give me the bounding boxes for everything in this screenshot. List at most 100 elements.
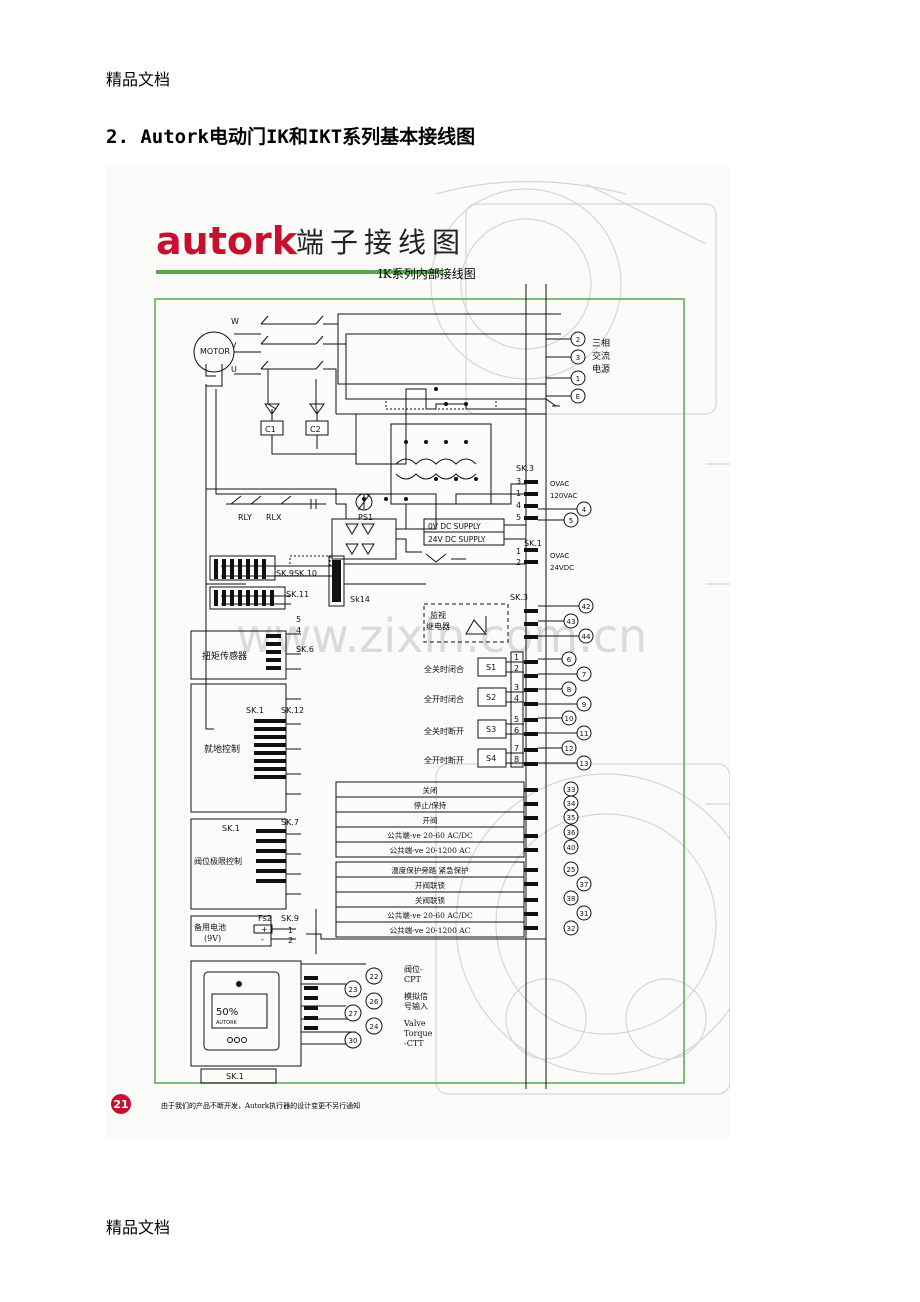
remote1-row-common-dc: 公共端-ve 20-60 AC/DC (387, 830, 473, 840)
sk6-pin-5: 5 (296, 615, 301, 624)
terminal-26: 26 (370, 998, 379, 1006)
fuse-fs2 (253, 924, 273, 934)
switch-s3-box (477, 719, 507, 739)
remote2-row-common-ac: 公共端-ve 20-1200 AC (390, 925, 471, 935)
terminal-10: 10 (565, 715, 574, 723)
ovac-label: OVAC (550, 480, 569, 488)
terminal-9: 9 (582, 701, 586, 709)
diagram-subtitle: IK系列内部接线图 (378, 266, 476, 281)
remote1-row-open: 开阀 (423, 816, 438, 825)
terminal-27: 27 (349, 1010, 358, 1018)
sk3-top-label: SK.3 (516, 464, 534, 473)
sk11-label: SK.11 (286, 590, 309, 599)
switch-s2-box (477, 687, 507, 707)
terminal-33: 33 (567, 786, 576, 794)
sk3-pin-3: 3 (516, 477, 521, 486)
sk1-bottom-box (200, 1068, 277, 1084)
wiring-diagram: autork 端子接线图 IK系列内部接线图 www.zixin.com.cn (111, 180, 730, 1114)
wiring-diagram-figure: autork 端子接线图 IK系列内部接线图 www.zixin.com.cn (106, 164, 730, 1139)
analog-input-label-2: 号输入 (404, 1001, 428, 1011)
contactor-c1-label: C1 (265, 425, 276, 434)
terminal-11: 11 (580, 730, 589, 738)
local-control-box (190, 683, 287, 813)
switch-pin-2: 2 (514, 664, 519, 673)
terminal-23: 23 (349, 986, 358, 994)
terminal-38: 38 (567, 895, 576, 903)
switch-s4-label: 全开时断开 (424, 755, 464, 765)
switch-s1-box (477, 657, 507, 677)
power-label-1: 三相 (592, 337, 610, 349)
contactor-c2-label: C2 (310, 425, 321, 434)
twentyfour-volt-supply-label: 24V DC SUPPLY (428, 535, 486, 544)
sk1-bottom-label: SK.1 (226, 1072, 244, 1081)
monitor-relay-box (423, 603, 509, 643)
battery-box (190, 915, 272, 947)
display-percent: 50% (216, 1007, 238, 1018)
zero-volt-supply-label: 0V DC SUPPLY (428, 522, 481, 531)
remote2-row-open-interlock: 开阀联锁 (415, 880, 445, 890)
terminal-35: 35 (567, 814, 576, 822)
terminal-22: 22 (370, 973, 379, 981)
sk14-block (328, 555, 345, 607)
switch-pin-7: 7 (514, 744, 519, 753)
sk7-label: SK.7 (281, 818, 299, 827)
sk6-label: SK.6 (296, 645, 314, 654)
remote2-row-bypass: 温度保护旁路 紧急保护 (391, 865, 468, 875)
terminal-8: 8 (567, 686, 571, 694)
switch-pin-6: 6 (514, 726, 519, 735)
cpt-label-1: 阀位- (404, 964, 423, 974)
motor-label: MOTOR (200, 347, 230, 356)
battery-plus: + (261, 925, 268, 934)
relay-rly: RLY (238, 513, 252, 522)
sk9-battery-label: SK.9 (281, 914, 299, 923)
torque-sensor-box (190, 630, 287, 680)
ctt-label-2: Torque (404, 1029, 433, 1038)
switch-s3-code: S3 (486, 725, 496, 734)
terminal-25: 25 (567, 866, 576, 874)
terminal-30: 30 (349, 1037, 358, 1045)
switch-pin-8: 8 (514, 755, 519, 764)
switch-pin-4: 4 (514, 694, 519, 703)
phase-v: V (231, 341, 237, 350)
terminal-2: 2 (576, 336, 580, 344)
sk14-label: Sk14 (350, 595, 370, 604)
terminal-31: 31 (580, 910, 589, 918)
display-module-box (190, 960, 302, 1067)
switch-s2-label: 全开时闭合 (424, 694, 464, 704)
sk3-monitor-label: SK.3 (510, 593, 528, 602)
ps1-label: PS1 (358, 513, 373, 522)
battery-label-1: 备用电池 (194, 922, 226, 932)
page-title: 2. Autork电动门IK和IKT系列基本接线图 (106, 126, 476, 148)
ctt-label-1: Valve (403, 1019, 426, 1028)
terminal-6: 6 (567, 656, 572, 664)
terminal-12: 12 (565, 745, 574, 753)
sk1-pin-1: 1 (516, 547, 521, 556)
sk12-label: SK.12 (281, 706, 304, 715)
monitor-relay-label-2: 继电器 (426, 621, 450, 631)
page-header: 精品文档 (106, 70, 171, 89)
sk9-terminal-block (209, 555, 276, 581)
battery-label-2: (9V) (204, 934, 221, 943)
battery-pin-1: 1 (288, 926, 293, 935)
remote2-row-close-interlock: 关阀联锁 (415, 895, 445, 905)
page-footer: 精品文档 (106, 1218, 171, 1237)
sk6-pin-4: 4 (296, 626, 301, 635)
remote1-row-close: 关闭 (423, 785, 438, 795)
sk1-pin-2: 2 (516, 558, 521, 567)
page-number-badge (111, 1094, 131, 1114)
valve-limit-box (190, 818, 287, 910)
background-actuator-sketch (430, 180, 730, 1095)
sk3-pin-5: 5 (516, 513, 521, 522)
terminal-37: 37 (580, 881, 589, 889)
switch-pin-5: 5 (514, 715, 519, 724)
terminal-4: 4 (582, 506, 587, 514)
remote1-row-stop: 停止/保持 (414, 800, 447, 810)
autork-logo: autork (156, 219, 298, 263)
torque-sensor-label: 扭矩传感器 (202, 650, 247, 662)
fs2-label: Fs2 (258, 914, 272, 923)
remote2-row-common-dc: 公共端-ve 20-60 AC/DC (387, 910, 473, 920)
sk3-pin-1: 1 (516, 489, 521, 498)
local-control-label: 就地控制 (204, 743, 240, 755)
battery-pin-2: 2 (288, 936, 293, 945)
ctt-label-3: -CTT (404, 1039, 424, 1048)
